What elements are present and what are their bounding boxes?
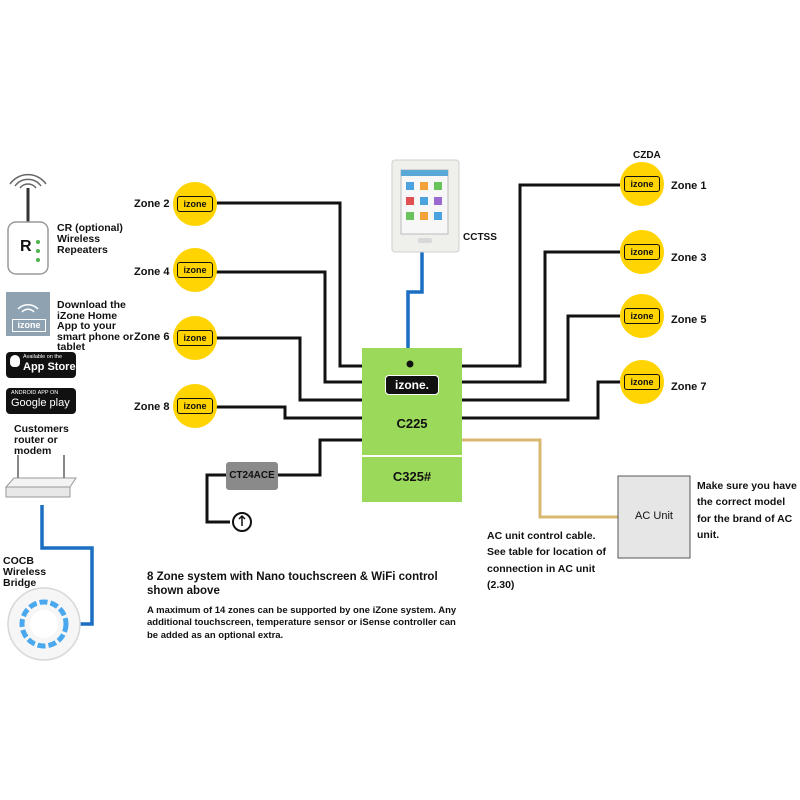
bridge-text: COCB Wireless Bridge — [3, 555, 47, 590]
controller-sub-label: C325# — [392, 469, 432, 484]
controller-c325 — [362, 456, 462, 502]
repeater-letter: R — [20, 238, 32, 255]
touchscreen-home-button — [418, 238, 432, 243]
plug-icon — [238, 514, 246, 526]
caption-body: A maximum of 14 zones can be supported b… — [147, 605, 457, 641]
wire-ac-cable — [462, 438, 618, 519]
wire-zone3 — [462, 250, 620, 384]
izone-app-tile — [6, 292, 50, 336]
wire-ct — [277, 438, 362, 477]
router-body — [5, 486, 71, 498]
router-text: Customers router or modem — [14, 423, 69, 458]
ct24ace-box — [226, 462, 278, 490]
app-tile-label: izone — [12, 319, 46, 332]
wire-ct-plug — [205, 473, 230, 524]
zone-sensor-logo: izone — [624, 308, 660, 324]
ac-unit-box — [617, 475, 691, 559]
wifi-signal-icon — [9, 173, 47, 189]
zone-label: Zone 2 — [134, 198, 170, 210]
repeater-led — [36, 258, 40, 262]
app-store-small: Available on the — [23, 354, 63, 360]
wire-touchscreen — [406, 252, 424, 348]
controller-led — [406, 360, 414, 368]
touchscreen-label: CCTSS — [463, 232, 497, 243]
app-store-badge[interactable]: Available on the App Store — [6, 352, 76, 378]
zone-sensor-logo: izone — [624, 244, 660, 260]
screen-topbar — [401, 170, 448, 176]
repeater-text: CR (optional) Wireless Repeaters — [57, 222, 123, 257]
app-tile-wifi-icon — [17, 304, 39, 313]
wire-zone8 — [215, 405, 362, 420]
zone-label: Zone 5 — [671, 314, 707, 326]
google-play-big: Google play — [11, 397, 70, 409]
zone-sensor-logo: izone — [624, 176, 660, 192]
caption-title: 8 Zone system with Nano touchscreen & Wi… — [147, 571, 438, 598]
repeater-led — [36, 249, 40, 253]
zone-label: Zone 4 — [134, 266, 170, 278]
czda-label: CZDA — [633, 150, 661, 161]
wire-zone6 — [215, 336, 362, 402]
zone-label: Zone 8 — [134, 401, 170, 413]
wire-zone2 — [217, 201, 362, 368]
zone-label: Zone 7 — [671, 381, 707, 393]
wire-zone1 — [462, 183, 620, 368]
repeater-led — [36, 240, 40, 244]
zone-label: Zone 1 — [671, 180, 707, 192]
apple-icon — [10, 355, 20, 367]
zone-sensor-logo: izone — [624, 374, 660, 390]
bridge-ring — [19, 599, 69, 649]
wire-bridge — [40, 505, 94, 626]
google-play-small: ANDROID APP ON — [11, 390, 59, 396]
wire-zone7 — [462, 380, 620, 420]
ac-cable-note: AC unit control cable. See table for loc… — [487, 530, 607, 591]
controller-main-label: C225 — [396, 416, 428, 431]
ac-unit-label: AC Unit — [635, 510, 673, 522]
wire-zone4 — [215, 270, 362, 384]
google-play-badge[interactable]: ANDROID APP ON Google play — [6, 388, 76, 414]
router-icon — [4, 477, 77, 488]
zone-sensor-logo: izone — [177, 330, 213, 346]
controller-logo: izone. — [385, 375, 439, 395]
app-store-big: App Store — [23, 361, 76, 373]
zone-sensor-logo: izone — [177, 196, 213, 212]
zone-sensor-logo: izone — [177, 262, 213, 278]
ct24ace-label: CT24ACE — [229, 470, 275, 481]
download-app-text: Download the iZone Home App to your smar… — [57, 299, 134, 353]
ac-model-note: Make sure you have the correct model for… — [697, 480, 797, 541]
zone-label: Zone 3 — [671, 252, 707, 264]
zone-sensor-logo: izone — [177, 398, 213, 414]
wire-zone5 — [462, 314, 620, 402]
screen-app-icons — [406, 182, 442, 220]
zone-label: Zone 6 — [134, 331, 170, 343]
bridge-center — [30, 610, 58, 638]
